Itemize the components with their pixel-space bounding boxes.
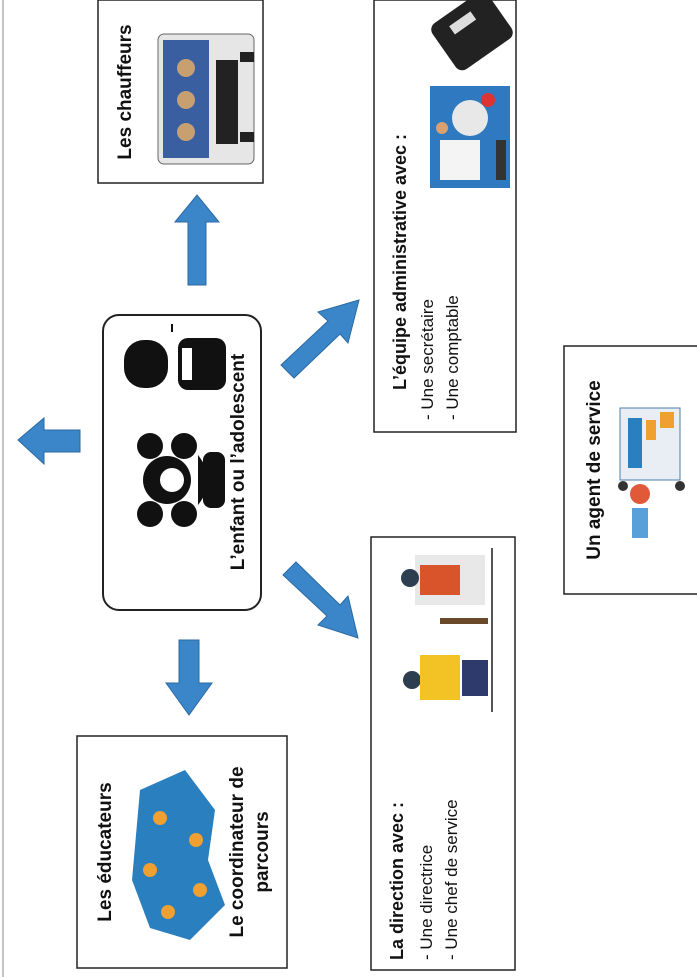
office-worker-icon bbox=[430, 86, 510, 188]
educators-map-icon bbox=[132, 770, 225, 940]
adolescent-icon bbox=[124, 324, 226, 390]
direction-box: La direction avec : - Une directrice - U… bbox=[370, 536, 516, 971]
center-box: L’enfant ou l’adolescent bbox=[102, 314, 262, 611]
direction-item-chef: - Une chef de service bbox=[442, 799, 461, 960]
admin-box: L’équipe administrative avec : - Une sec… bbox=[373, 0, 517, 433]
arrow-to-admin bbox=[280, 299, 360, 379]
agent-box: Un agent de service bbox=[563, 345, 697, 595]
chauffeurs-box: Les chauffeurs bbox=[97, 0, 264, 184]
arrow-to-direction bbox=[282, 561, 359, 639]
chauffeurs-title: Les chauffeurs bbox=[115, 24, 136, 159]
arrow-to-chauffeurs bbox=[173, 194, 221, 286]
direction-title: La direction avec : bbox=[387, 802, 407, 960]
arrow-to-educateurs bbox=[165, 639, 213, 716]
calculator-icon bbox=[431, 0, 513, 71]
admin-title: L’équipe administrative avec : bbox=[390, 134, 410, 390]
cleaning-cart-icon bbox=[618, 407, 685, 538]
arrow-left bbox=[17, 416, 81, 466]
admin-item-secretaire: - Une secrétaire bbox=[418, 299, 437, 420]
educateurs-box: Les éducateurs Le coordinateur de parcou… bbox=[76, 735, 288, 969]
educateurs-subtitle-line1: Le coordinateur de bbox=[227, 766, 248, 937]
bus-icon bbox=[157, 33, 255, 165]
educateurs-title: Les éducateurs bbox=[95, 782, 116, 921]
direction-item-directrice: - Une directrice bbox=[417, 845, 436, 960]
admin-item-comptable: - Une comptable bbox=[443, 295, 462, 420]
educateurs-subtitle-line2: parcours bbox=[252, 811, 273, 892]
child-icon bbox=[137, 433, 225, 527]
meeting-icon bbox=[401, 548, 493, 712]
agent-title: Un agent de service bbox=[584, 380, 605, 560]
center-title: L’enfant ou l’adolescent bbox=[228, 353, 249, 570]
